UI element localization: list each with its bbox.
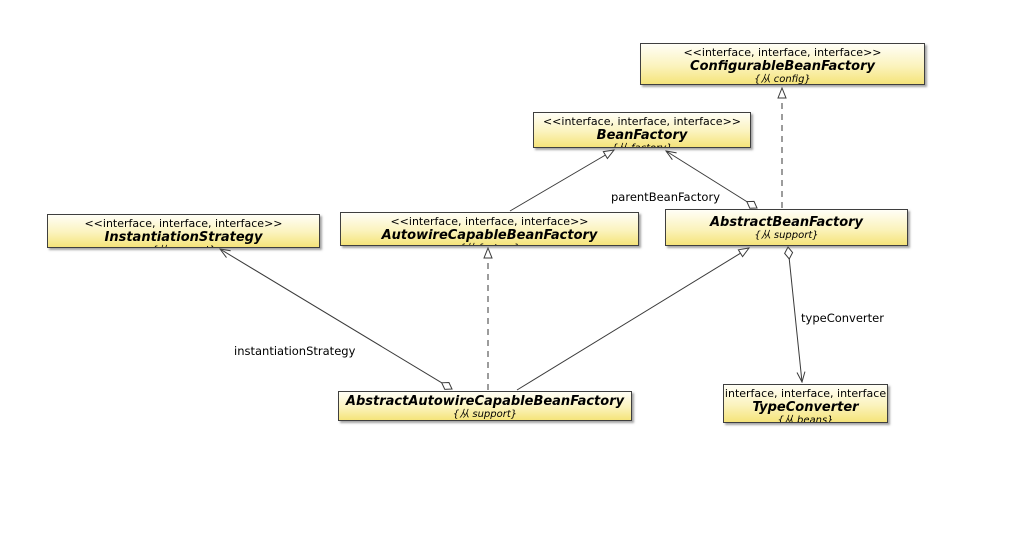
edge-label-parentbeanfactory: parentBeanFactory — [611, 190, 721, 204]
edge-association-parentbeanfactory — [666, 151, 757, 208]
edge-association-typeconverter — [788, 247, 802, 382]
class-package-tag: {从 config} — [754, 74, 811, 85]
class-package-tag: {从 factory} — [611, 143, 672, 147]
edge-label-instantiationstrategy: instantiationStrategy — [234, 344, 356, 358]
class-name: InstantiationStrategy — [104, 230, 263, 245]
class-package-tag: {从 support} — [452, 409, 518, 420]
class-package-tag: {从 support} — [754, 230, 819, 241]
class-name: AbstractBeanFactory — [709, 215, 864, 230]
class-name: ConfigurableBeanFactory — [690, 59, 875, 74]
class-stereotype: <<interface, interface, interface>> — [683, 46, 882, 59]
class-node-autowirecapablebeanfactory: <<interface, interface, interface>> Auto… — [340, 212, 639, 246]
class-node-abstractbeanfactory: AbstractBeanFactory {从 support} — [665, 209, 908, 246]
class-node-abstractautowirecapablebeanfactory: AbstractAutowireCapableBeanFactory {从 su… — [338, 391, 632, 421]
class-node-configurablebeanfactory: <<interface, interface, interface>> Conf… — [640, 43, 925, 85]
edge-generalization-autowirecapablebeanfactory-to-beanfactory — [509, 150, 614, 212]
class-node-beanfactory: <<interface, interface, interface>> Bean… — [533, 112, 751, 148]
class-stereotype: <<interface, interface, interface>> — [724, 387, 887, 400]
class-package-tag: {从 support} — [151, 245, 215, 247]
class-name: TypeConverter — [752, 400, 859, 415]
class-package-tag: {从 factory} — [459, 243, 520, 245]
class-name: BeanFactory — [596, 128, 688, 143]
class-stereotype: <<interface, interface, interface>> — [84, 217, 283, 230]
class-stereotype: <<interface, interface, interface>> — [390, 215, 589, 228]
class-stereotype: <<interface, interface, interface>> — [542, 115, 742, 128]
class-node-instantiationstrategy: <<interface, interface, interface>> Inst… — [47, 214, 320, 248]
class-name: AbstractAutowireCapableBeanFactory — [345, 394, 625, 409]
class-package-tag: {从 beans} — [777, 415, 834, 423]
class-node-typeconverter: <<interface, interface, interface>> Type… — [723, 384, 888, 423]
edge-association-instantiationstrategy — [220, 249, 452, 389]
edge-label-typeconverter: typeConverter — [801, 311, 884, 325]
class-name: AutowireCapableBeanFactory — [381, 228, 598, 243]
edge-generalization-abstractautowire-to-abstractbeanfactory — [516, 248, 749, 391]
